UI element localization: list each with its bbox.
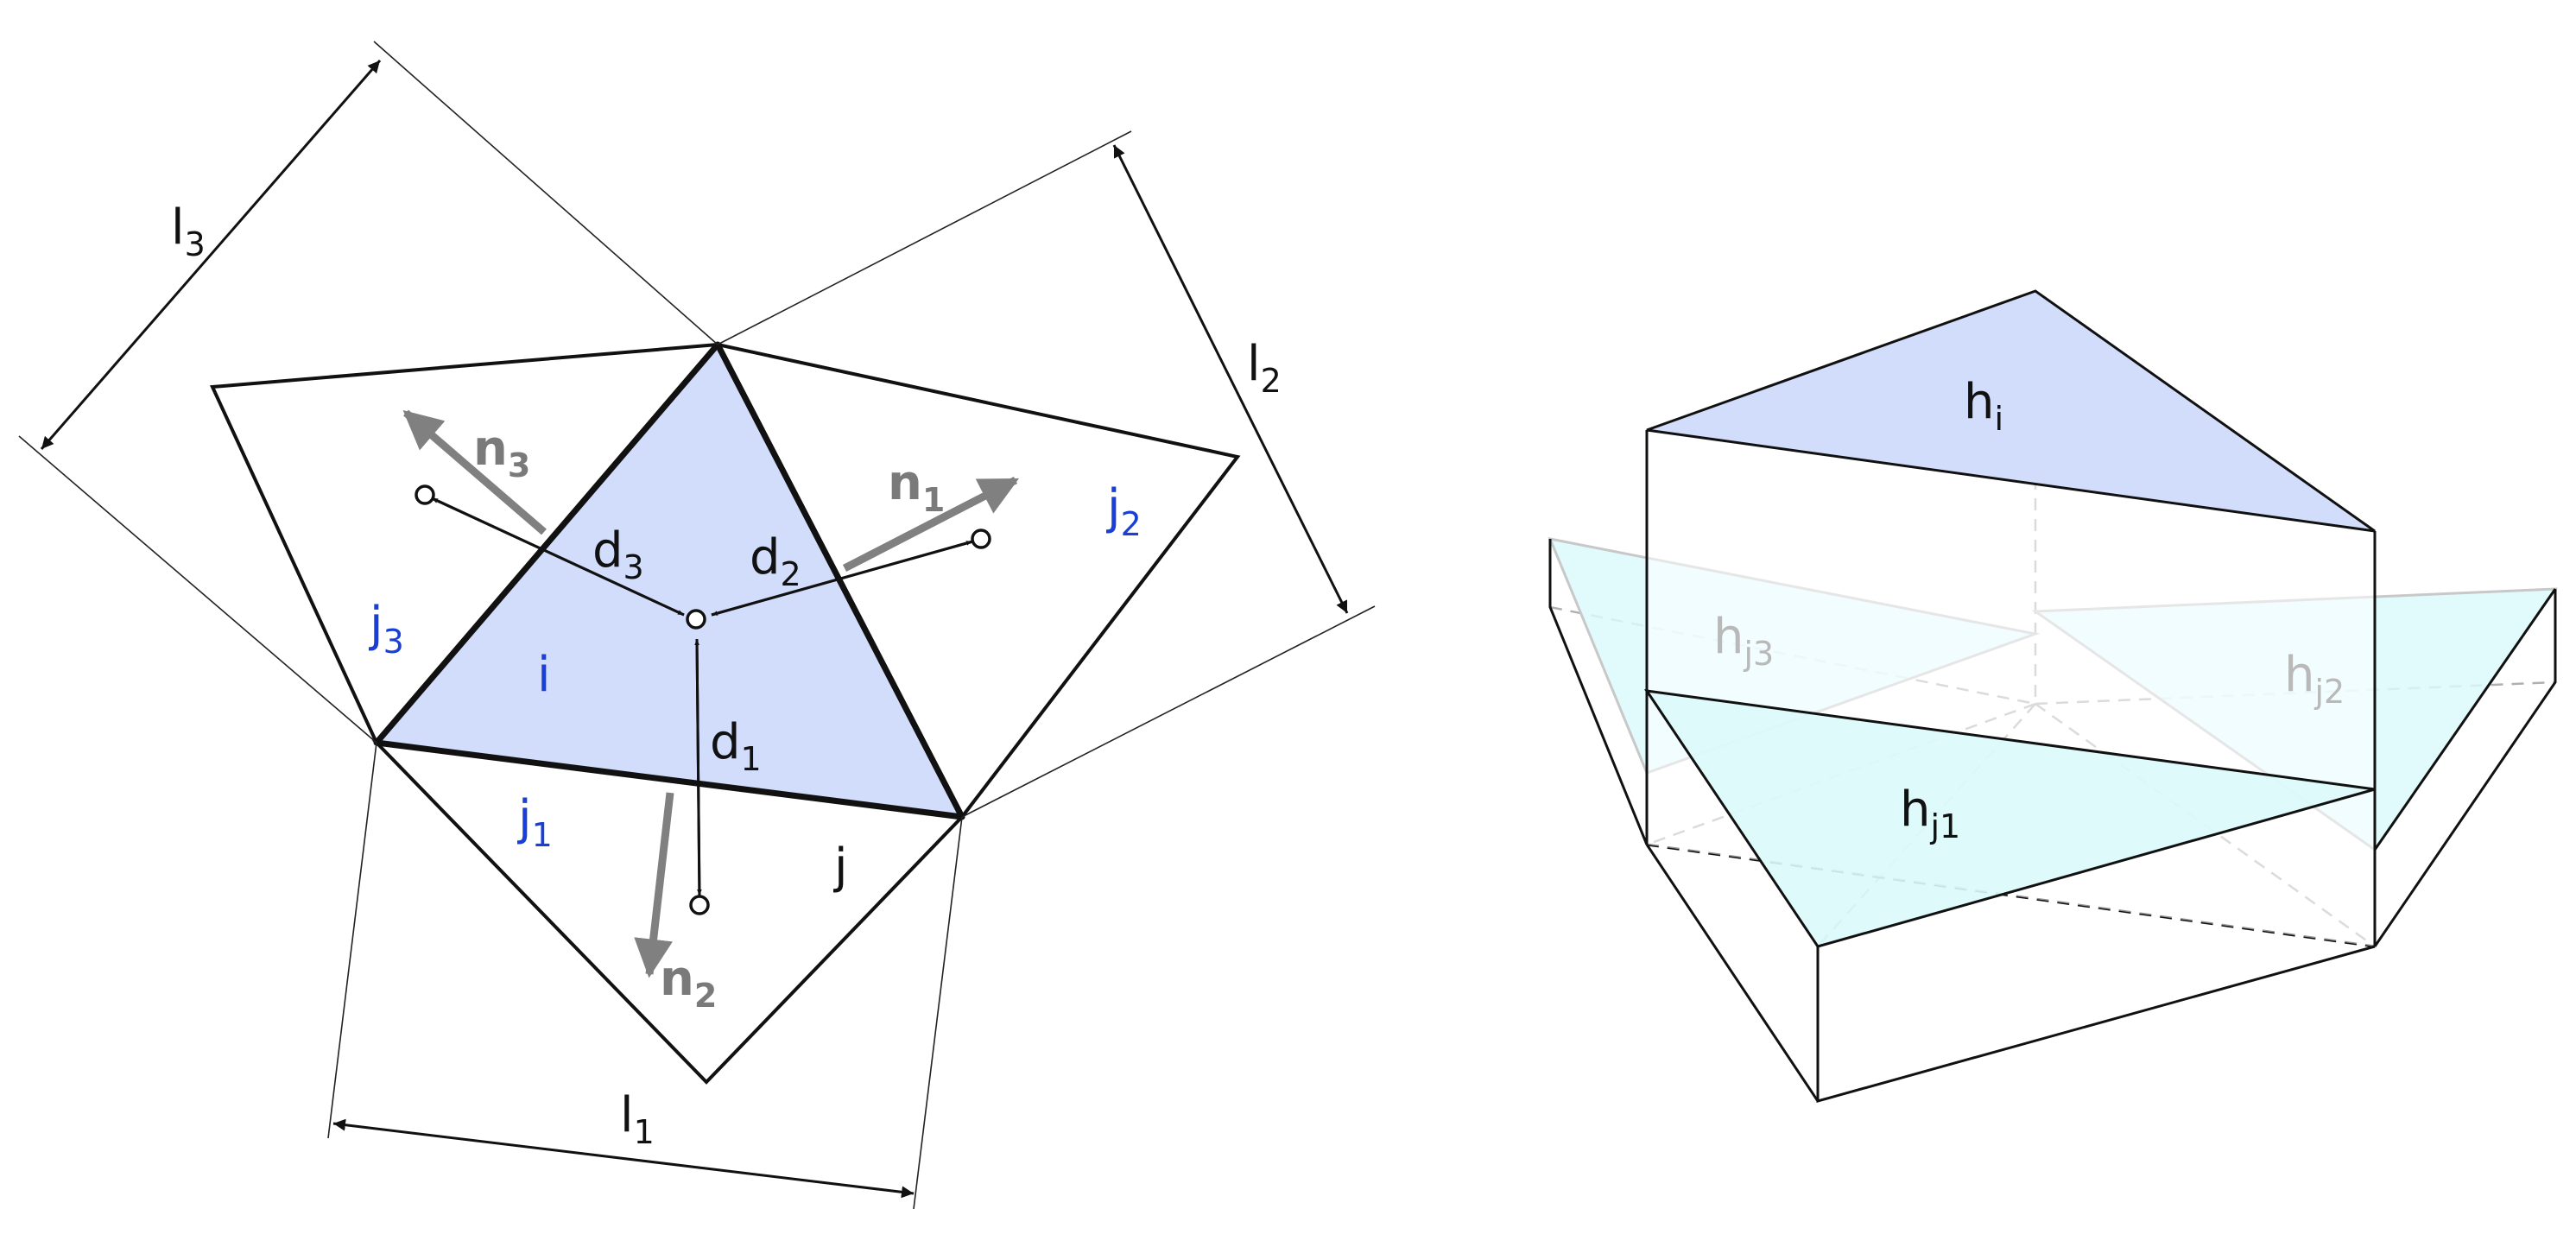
- dim-arrow-l2: [1112, 144, 1349, 614]
- ext-line: [961, 605, 1376, 818]
- dim-arrow-l3: [40, 60, 382, 450]
- prism-j1-walls: [1816, 945, 2376, 1103]
- label-j3: j3: [368, 597, 404, 661]
- ext-line: [327, 742, 377, 1139]
- label-i: i: [537, 647, 551, 703]
- ext-line: [373, 41, 718, 345]
- label-d3: d3: [592, 522, 644, 586]
- prism-j3-edge: [1548, 539, 1649, 845]
- prism-j2-top-edge: [2373, 588, 2557, 851]
- ext-line: [913, 816, 963, 1210]
- center-j2: [971, 529, 991, 549]
- ext-line: [18, 435, 377, 744]
- distance-d3-out: [431, 497, 685, 617]
- prism-j2-edge: [2373, 589, 2557, 947]
- normal-n1: [842, 476, 1020, 573]
- label-n1: n1: [888, 455, 945, 519]
- center-j3: [415, 484, 435, 505]
- face-hi: [1646, 289, 2376, 533]
- face-hj1: [1643, 689, 2376, 948]
- label-j2: j2: [1105, 479, 1142, 543]
- label-l2: l2: [1247, 336, 1282, 400]
- label-hi: hi: [1964, 374, 2003, 438]
- distance-d1-down: [695, 638, 702, 896]
- label-n3: n3: [473, 421, 530, 484]
- label-l3: l3: [171, 199, 206, 263]
- dim-arrow-l1: [332, 1118, 915, 1199]
- label-j1: j1: [516, 790, 553, 854]
- label-l1: l1: [620, 1087, 655, 1151]
- center-j1: [689, 895, 710, 915]
- label-hj2: hj2: [2284, 647, 2345, 711]
- cell-i: [373, 341, 965, 820]
- ext-line: [717, 130, 1132, 345]
- label-d1: d1: [710, 714, 762, 778]
- label-n2: n2: [660, 951, 717, 1015]
- normal-n2: [634, 792, 674, 978]
- normal-n3: [402, 409, 547, 535]
- distance-d2-out: [711, 540, 973, 617]
- mesh-2d: l3 l2 l1 n1 n2 n3 d1 d2 d3 i j j1 j2 j3: [18, 41, 1376, 1210]
- label-d2: d2: [750, 529, 801, 593]
- prism-3d: hi hj1 hj2 hj3: [1547, 289, 2558, 1103]
- label-j: j: [832, 839, 848, 895]
- center-i: [686, 609, 706, 630]
- label-hj1: hj1: [1900, 782, 1960, 845]
- label-hj3: hj3: [1713, 609, 1774, 673]
